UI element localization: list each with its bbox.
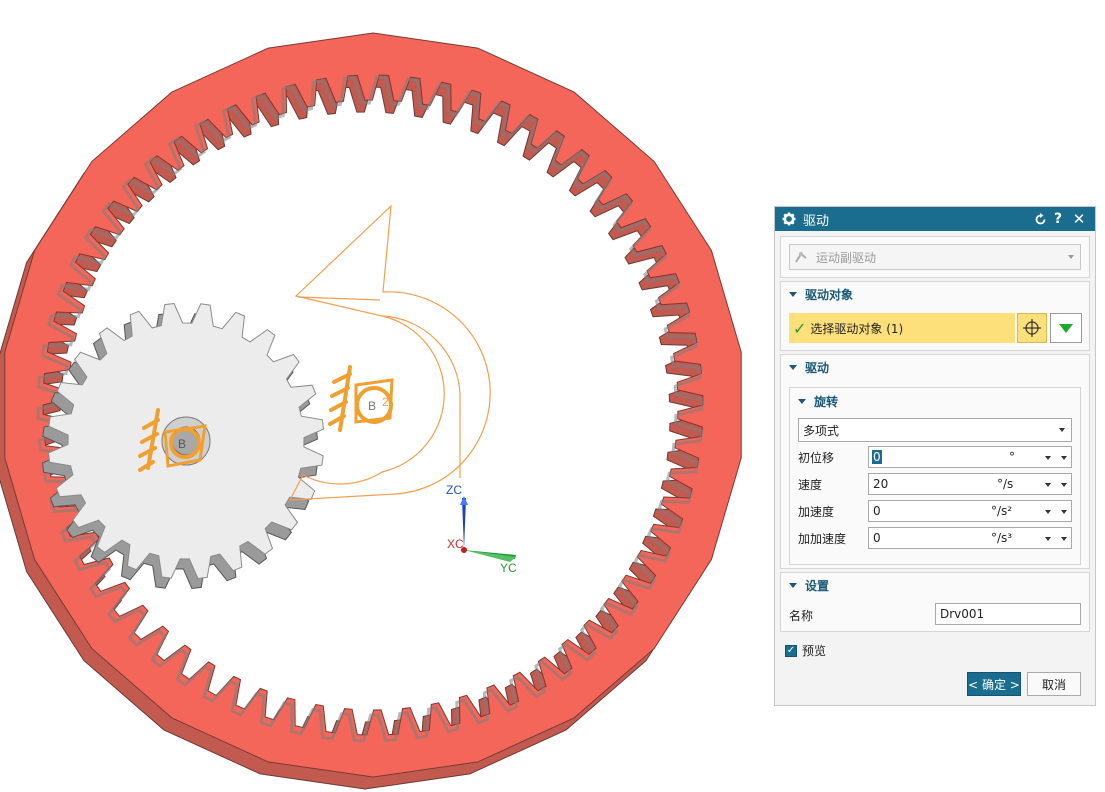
ring-gear[interactable] (4, 32, 742, 778)
joint-label-1: B (178, 437, 186, 451)
chevron-down-icon (1059, 428, 1065, 432)
ring-gear-teeth-sides (36, 75, 704, 743)
dialog-title: 驱动 (803, 213, 830, 229)
crosshair-select-button[interactable] (1017, 313, 1047, 343)
initial-displacement-label: 初位移 (798, 451, 835, 465)
velocity-field[interactable]: 20 °/s (868, 473, 1072, 495)
settings-group: 设置 名称 Drv001 (780, 572, 1090, 632)
chevron-down-icon[interactable] (1045, 510, 1051, 514)
ok-button[interactable]: < 确定 > (967, 672, 1021, 696)
chevron-down-icon[interactable] (1061, 510, 1067, 514)
chevron-down-icon (1068, 255, 1074, 259)
axis-yc-label: YC (500, 561, 517, 575)
cancel-button[interactable]: 取消 (1027, 672, 1081, 696)
motion-pair-icon (794, 249, 812, 265)
motion-pair-drive-select[interactable]: 运动副驱动 (789, 244, 1081, 270)
name-input[interactable]: Drv001 (935, 603, 1081, 625)
chevron-down-icon[interactable] (1045, 537, 1051, 541)
carrier-outline[interactable] (288, 204, 491, 501)
acceleration-field[interactable]: 0 °/s² (868, 500, 1072, 522)
motion-pair-drive-text: 运动副驱动 (816, 250, 877, 265)
joint-label-2-suffix: 2 (382, 395, 389, 409)
collapse-triangle-icon (789, 292, 797, 297)
drive-dialog: 驱动 ? ✕ 运动副驱动 驱动对象 ✓ 选择驱动对象 (1) 驱动 (774, 206, 1096, 706)
axis-xc-label: XC (447, 537, 464, 551)
list-dropdown-button[interactable] (1050, 313, 1082, 343)
motion-pair-group: 运动副驱动 (780, 236, 1090, 278)
reset-icon[interactable] (1031, 210, 1049, 228)
function-type-value: 多项式 (803, 423, 840, 438)
coordinate-triad: ZC XC YC (446, 483, 517, 575)
initial-displacement-field[interactable]: 0 ° (868, 446, 1072, 468)
velocity-label: 速度 (798, 478, 823, 492)
jerk-field[interactable]: 0 °/s³ (868, 527, 1072, 549)
revolute-joint-marker-2[interactable] (328, 365, 394, 432)
drive-object-group: 驱动对象 ✓ 选择驱动对象 (1) (780, 281, 1090, 351)
jerk-label: 加加速度 (798, 532, 847, 546)
crosshair-icon (1023, 319, 1041, 337)
select-drive-object-label: 选择驱动对象 (1) (810, 321, 904, 336)
preview-label: 预览 (802, 644, 827, 658)
close-icon[interactable]: ✕ (1072, 210, 1086, 228)
revolute-joint-marker-1[interactable] (138, 408, 207, 472)
chevron-down-icon[interactable] (1061, 537, 1067, 541)
preview-checkbox-row[interactable]: ✓ 预览 (785, 642, 826, 659)
chevron-down-icon[interactable] (1061, 456, 1067, 460)
chevron-down-icon[interactable] (1061, 483, 1067, 487)
preview-checkbox[interactable]: ✓ (785, 644, 797, 657)
drive-header[interactable]: 驱动 (789, 359, 829, 376)
dialog-titlebar: 驱动 ? ✕ (775, 207, 1095, 231)
chevron-down-icon[interactable] (1045, 456, 1051, 460)
settings-header[interactable]: 设置 (789, 577, 829, 594)
collapse-triangle-icon (789, 583, 797, 588)
select-drive-object[interactable]: ✓ 选择驱动对象 (1) (789, 313, 1015, 343)
joint-label-2: B (368, 399, 376, 413)
help-icon[interactable]: ? (1053, 211, 1063, 227)
acceleration-label: 加速度 (798, 505, 835, 519)
rotation-subgroup: 旋转 多项式 初位移 0 ° 速度 20 °/s 加速度 0 (789, 387, 1081, 565)
axis-zc-label: ZC (446, 483, 462, 497)
settings-gear-icon (781, 211, 797, 227)
function-type-select[interactable]: 多项式 (798, 418, 1072, 442)
chevron-down-icon[interactable] (1045, 483, 1051, 487)
drive-group: 驱动 旋转 多项式 初位移 0 ° 速度 20 °/s 加速度 (780, 354, 1090, 569)
green-triangle-icon (1059, 323, 1073, 333)
checkmark-icon: ✓ (793, 318, 807, 338)
rotation-header[interactable]: 旋转 (798, 393, 838, 410)
collapse-triangle-icon (798, 399, 806, 404)
drive-object-header[interactable]: 驱动对象 (789, 286, 853, 303)
name-label: 名称 (789, 609, 814, 623)
collapse-triangle-icon (789, 365, 797, 370)
